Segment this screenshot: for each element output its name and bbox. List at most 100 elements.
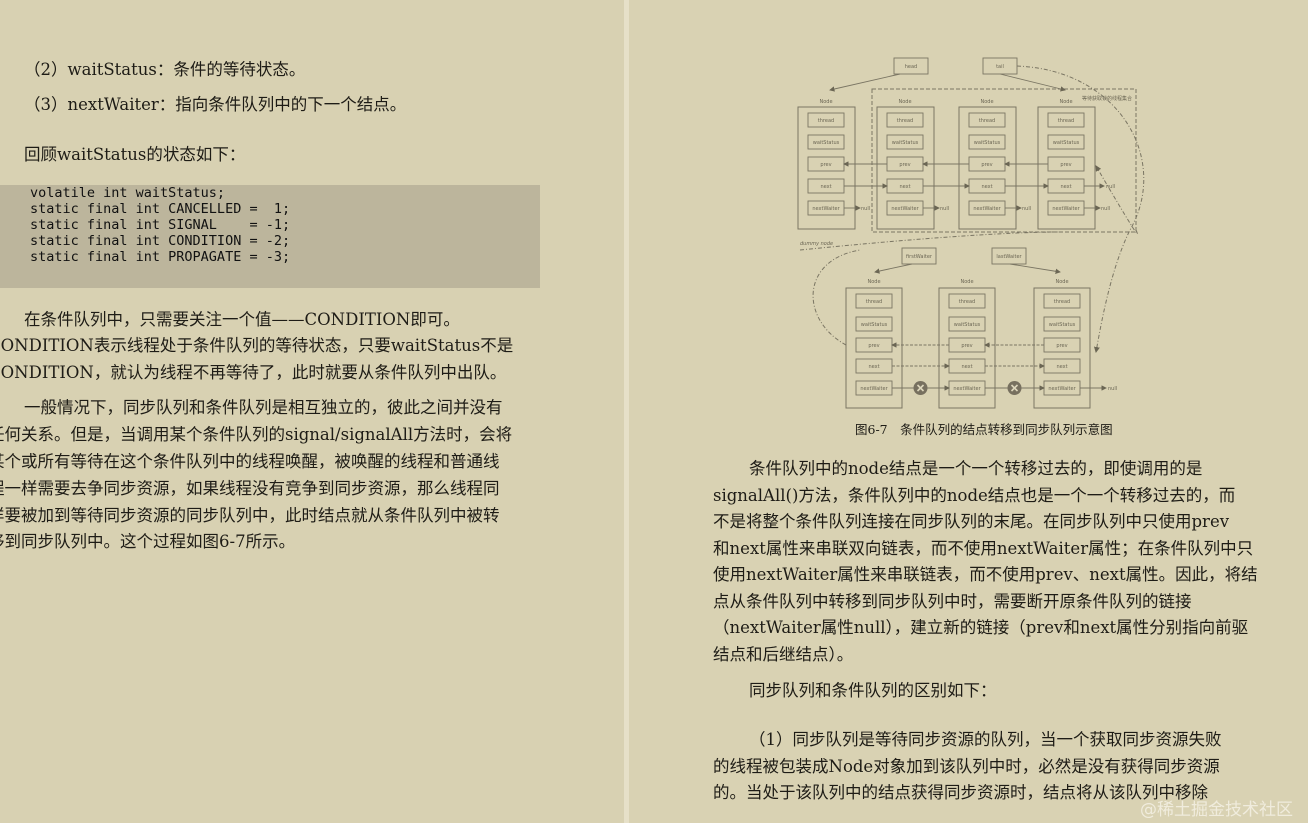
field-next-label: next [961, 364, 972, 370]
text-line: 条件队列中的node结点是一个一个转移过去的，即使调用的是 [749, 459, 1203, 478]
close-x-icon [1010, 384, 1019, 392]
field-thread-label: thread [1058, 118, 1074, 124]
field-waitStatus [1047, 134, 1085, 150]
watermark: @稀土掘金技术社区 [1140, 800, 1293, 820]
field-prev-label: prev [1056, 343, 1067, 349]
null-label: null [1101, 206, 1110, 212]
text-line: 移到同步队列中。这个过程如图6-7所示。 [0, 532, 296, 551]
field-prev-label: prev [820, 162, 831, 168]
group-label: 等待获取锁的线程集合 [1082, 95, 1132, 102]
first-waiter-box-label: firstWaiter [906, 254, 933, 260]
field-nextWaiter-label: nextWaiter [953, 386, 981, 392]
text-line: 点从条件队列中转移到同步队列中时，需要断开原条件队列的链接 [713, 592, 1192, 611]
condition-node [1033, 287, 1091, 409]
field-thread [807, 112, 845, 128]
tail-box-label: tail [996, 64, 1004, 70]
null-label: null [1106, 184, 1115, 190]
text-line: 某个或所有等待在这个条件队列中的线程唤醒，被唤醒的线程和普通线 [0, 452, 500, 471]
text-line: 任何关系。但是，当调用某个条件队列的signal/signalAll方法时，会将 [0, 425, 513, 444]
text-line: 回顾waitStatus的状态如下： [24, 145, 246, 164]
sync-queue-group [871, 88, 1137, 233]
first-waiter-box [901, 247, 937, 265]
field-next-label: next [899, 184, 910, 190]
field-prev-label: prev [961, 343, 972, 349]
page-gutter [624, 0, 629, 823]
field-waitStatus-label: waitStatus [861, 322, 888, 328]
node-title: Node [1055, 279, 1068, 285]
null-label: null [940, 206, 949, 212]
tail-transfer-curve [1016, 65, 1145, 353]
field-waitStatus-label: waitStatus [974, 140, 1001, 146]
code-block: volatile int waitStatus; static final in… [0, 185, 540, 288]
field-waitStatus-label: waitStatus [892, 140, 919, 146]
text-line: signalAll()方法，条件队列中的node结点也是一个一个转移过去的，而 [713, 486, 1236, 505]
dummy-node-label: dummy node [800, 241, 833, 247]
field-waitStatus-label: waitStatus [1053, 140, 1080, 146]
field-nextWaiter-label: nextWaiter [891, 206, 919, 212]
last-waiter-box-label: lastWaiter [996, 254, 1022, 260]
node-title: Node [1059, 99, 1072, 105]
field-waitStatus [855, 316, 893, 332]
text-line: 的。当处于该队列中的结点获得同步资源时，结点将从该队列中移除 [713, 783, 1208, 802]
head-box [893, 57, 929, 75]
text-line: CONDITION表示线程处于条件队列的等待状态，只要waitStatus不是 [0, 336, 514, 355]
text-line: 程一样需要去争同步资源，如果线程没有竞争到同步资源，那么线程同 [0, 479, 500, 498]
text-line: （1）同步队列是等待同步资源的队列，当一个获取同步资源失败 [749, 730, 1222, 749]
text-line: 结点和后继结点）。 [713, 645, 854, 664]
field-waitStatus-label: waitStatus [954, 322, 981, 328]
field-next-label: next [1060, 184, 1071, 190]
sync-node [1037, 106, 1096, 230]
text-line: 在条件队列中，只需要关注一个值——CONDITION即可。 [24, 310, 460, 329]
text-line: 样要被加到等待同步资源的同步队列中，此时结点就从条件队列中被转 [0, 506, 500, 525]
field-waitStatus [886, 134, 924, 150]
field-next-label: next [820, 184, 831, 190]
text-line: 同步队列和条件队列的区别如下： [749, 681, 997, 700]
text-line: （3）nextWaiter：指向条件队列中的下一个结点。 [24, 95, 407, 114]
last-waiter-box [991, 247, 1027, 265]
field-prev-label: prev [981, 162, 992, 168]
close-x-icon [916, 384, 925, 392]
prev-transfer-curve [1095, 165, 1138, 235]
head-box-label: head [905, 64, 917, 70]
null-label: null [1022, 206, 1031, 212]
field-thread-label: thread [979, 118, 995, 124]
field-thread [1043, 293, 1081, 309]
text-line: 使用nextWaiter属性来串联链表，而不使用prev、next属性。因此，将… [713, 565, 1258, 584]
sync-node [958, 106, 1017, 230]
field-thread-label: thread [1054, 299, 1070, 305]
field-waitStatus-label: waitStatus [813, 140, 840, 146]
field-nextWaiter-label: nextWaiter [1052, 206, 1080, 212]
condition-node [938, 287, 996, 409]
field-thread-label: thread [897, 118, 913, 124]
text-line: （nextWaiter属性null），建立新的链接（prev和next属性分别指… [713, 618, 1249, 637]
field-waitStatus [948, 316, 986, 332]
field-thread [886, 112, 924, 128]
head-arrow [829, 73, 901, 92]
field-nextWaiter-label: nextWaiter [973, 206, 1001, 212]
node-title: Node [898, 99, 911, 105]
text-line: （2）waitStatus：条件的等待状态。 [24, 60, 306, 79]
field-next-label: next [868, 364, 879, 370]
field-waitStatus [1043, 316, 1081, 332]
text-line: 的线程被包装成Node对象加到该队列中时，必然是没有获得同步资源 [713, 757, 1220, 776]
text-line: 和next属性来串联双向链表，而不使用nextWaiter属性；在条件队列中只 [713, 539, 1254, 558]
field-waitStatus [807, 134, 845, 150]
field-nextWaiter-label: nextWaiter [860, 386, 888, 392]
last-waiter-arrow [1009, 263, 1061, 274]
field-thread-label: thread [866, 299, 882, 305]
node-title: Node [980, 99, 993, 105]
sync-node [876, 106, 935, 230]
field-thread [948, 293, 986, 309]
node-title: Node [819, 99, 832, 105]
sync-node [797, 106, 856, 230]
node-title: Node [867, 279, 880, 285]
condition-node [845, 287, 903, 409]
tail-arrow [999, 73, 1066, 92]
field-thread [855, 293, 893, 309]
field-nextWaiter-label: nextWaiter [812, 206, 840, 212]
null-label: null [861, 206, 870, 212]
field-thread [968, 112, 1006, 128]
field-waitStatus [968, 134, 1006, 150]
text-line: 不是将整个条件队列连接在同步队列的末尾。在同步队列中只使用prev [713, 512, 1230, 531]
